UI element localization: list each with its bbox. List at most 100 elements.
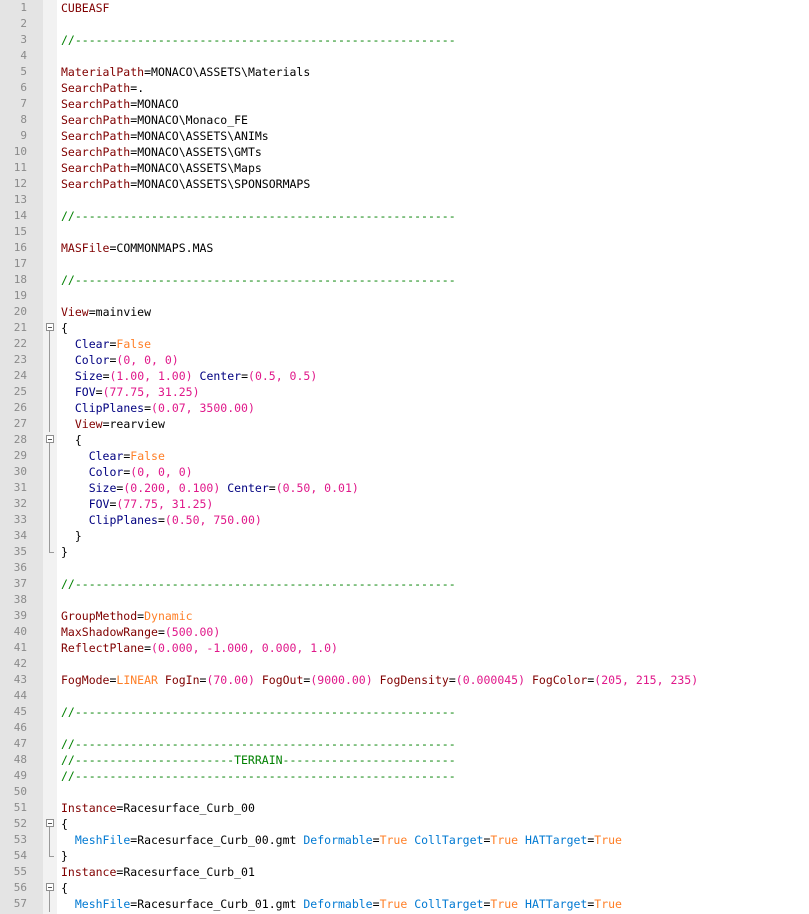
code-line[interactable]: 42 [0,656,809,672]
code-text[interactable]: FogMode=LINEAR FogIn=(70.00) FogOut=(900… [61,672,698,688]
code-line[interactable]: 29 Clear=False [0,448,809,464]
code-line[interactable]: 13 [0,192,809,208]
code-line[interactable]: 48//-----------------------TERRAIN------… [0,752,809,768]
minus-box-icon[interactable] [46,883,54,891]
code-text[interactable]: } [61,528,82,544]
code-text[interactable]: MASFile=COMMONMAPS.MAS [61,240,213,256]
code-line[interactable]: 46 [0,720,809,736]
minus-box-icon[interactable] [46,323,54,331]
code-text[interactable]: FOV=(77.75, 31.25) [61,384,200,400]
code-text[interactable]: ClipPlanes=(0.50, 750.00) [61,512,262,528]
code-text[interactable]: SearchPath=MONACO\ASSETS\Maps [61,160,262,176]
code-line[interactable]: 30 Color=(0, 0, 0) [0,464,809,480]
code-text[interactable]: Color=(0, 0, 0) [61,352,179,368]
code-line[interactable]: 28 { [0,432,809,448]
code-text[interactable]: View=rearview [61,416,165,432]
code-line[interactable]: 2 [0,16,809,32]
code-text[interactable]: //--------------------------------------… [61,768,456,784]
code-text[interactable]: ClipPlanes=(0.07, 3500.00) [61,400,255,416]
code-line[interactable]: 45//------------------------------------… [0,704,809,720]
code-line[interactable]: 27 View=rearview [0,416,809,432]
code-line[interactable]: 26 ClipPlanes=(0.07, 3500.00) [0,400,809,416]
code-line[interactable]: 37//------------------------------------… [0,576,809,592]
code-text[interactable]: GroupMethod=Dynamic [61,608,193,624]
code-text[interactable]: Clear=False [61,448,165,464]
code-text[interactable]: SearchPath=MONACO\ASSETS\GMTs [61,144,262,160]
code-text[interactable]: Color=(0, 0, 0) [61,464,193,480]
code-text[interactable]: { [61,816,68,832]
code-line[interactable]: 32 FOV=(77.75, 31.25) [0,496,809,512]
code-line[interactable]: 47//------------------------------------… [0,736,809,752]
code-text[interactable]: Instance=Racesurface_Curb_01 [61,864,255,880]
code-text[interactable]: //--------------------------------------… [61,576,456,592]
code-text[interactable]: { [61,880,68,896]
code-text[interactable]: SearchPath=MONACO\ASSETS\SPONSORMAPS [61,176,310,192]
code-text[interactable]: Instance=Racesurface_Curb_00 [61,800,255,816]
code-text[interactable]: View=mainview [61,304,151,320]
code-text[interactable]: Size=(0.200, 0.100) Center=(0.50, 0.01) [61,480,359,496]
code-line[interactable]: 56{ [0,880,809,896]
code-line[interactable]: 35} [0,544,809,560]
code-text[interactable]: { [61,432,82,448]
code-line[interactable]: 54} [0,848,809,864]
code-line[interactable]: 33 ClipPlanes=(0.50, 750.00) [0,512,809,528]
fold-collapse-icon[interactable] [43,320,57,336]
code-text[interactable]: //--------------------------------------… [61,736,456,752]
code-text[interactable]: Size=(1.00, 1.00) Center=(0.5, 0.5) [61,368,317,384]
code-text[interactable]: Clear=False [61,336,151,352]
code-line[interactable]: 24 Size=(1.00, 1.00) Center=(0.5, 0.5) [0,368,809,384]
code-line[interactable]: 36 [0,560,809,576]
code-line[interactable]: 4 [0,48,809,64]
code-line[interactable]: 19 [0,288,809,304]
fold-collapse-icon[interactable] [43,816,57,832]
code-line[interactable]: 25 FOV=(77.75, 31.25) [0,384,809,400]
code-line[interactable]: 52{ [0,816,809,832]
code-text[interactable]: //--------------------------------------… [61,272,456,288]
code-text[interactable]: MeshFile=Racesurface_Curb_00.gmt Deforma… [61,832,622,848]
code-text[interactable]: CUBEASF [61,0,109,16]
code-line[interactable]: 44 [0,688,809,704]
code-text[interactable]: SearchPath=MONACO [61,96,179,112]
code-line[interactable]: 53 MeshFile=Racesurface_Curb_00.gmt Defo… [0,832,809,848]
code-line[interactable]: 18//------------------------------------… [0,272,809,288]
minus-box-icon[interactable] [46,819,54,827]
code-text[interactable]: SearchPath=MONACO\ASSETS\ANIMs [61,128,269,144]
code-text[interactable]: SearchPath=MONACO\Monaco_FE [61,112,248,128]
code-line[interactable]: 34 } [0,528,809,544]
code-text[interactable]: MaterialPath=MONACO\ASSETS\Materials [61,64,310,80]
code-text[interactable]: FOV=(77.75, 31.25) [61,496,214,512]
code-line[interactable]: 15 [0,224,809,240]
code-text[interactable]: MaxShadowRange=(500.00) [61,624,220,640]
code-line[interactable]: 3//-------------------------------------… [0,32,809,48]
fold-margin[interactable] [43,0,57,914]
minus-box-icon[interactable] [46,435,54,443]
code-line[interactable]: 23 Color=(0, 0, 0) [0,352,809,368]
code-line[interactable]: 21{ [0,320,809,336]
code-text[interactable]: //--------------------------------------… [61,704,456,720]
code-line[interactable]: 31 Size=(0.200, 0.100) Center=(0.50, 0.0… [0,480,809,496]
code-line[interactable]: 57 MeshFile=Racesurface_Curb_01.gmt Defo… [0,896,809,912]
code-text[interactable]: //--------------------------------------… [61,32,456,48]
code-text[interactable]: ReflectPlane=(0.000, -1.000, 0.000, 1.0) [61,640,338,656]
fold-collapse-icon[interactable] [43,880,57,896]
code-line[interactable]: 49//------------------------------------… [0,768,809,784]
code-text[interactable]: { [61,320,68,336]
code-text[interactable]: } [61,544,68,560]
